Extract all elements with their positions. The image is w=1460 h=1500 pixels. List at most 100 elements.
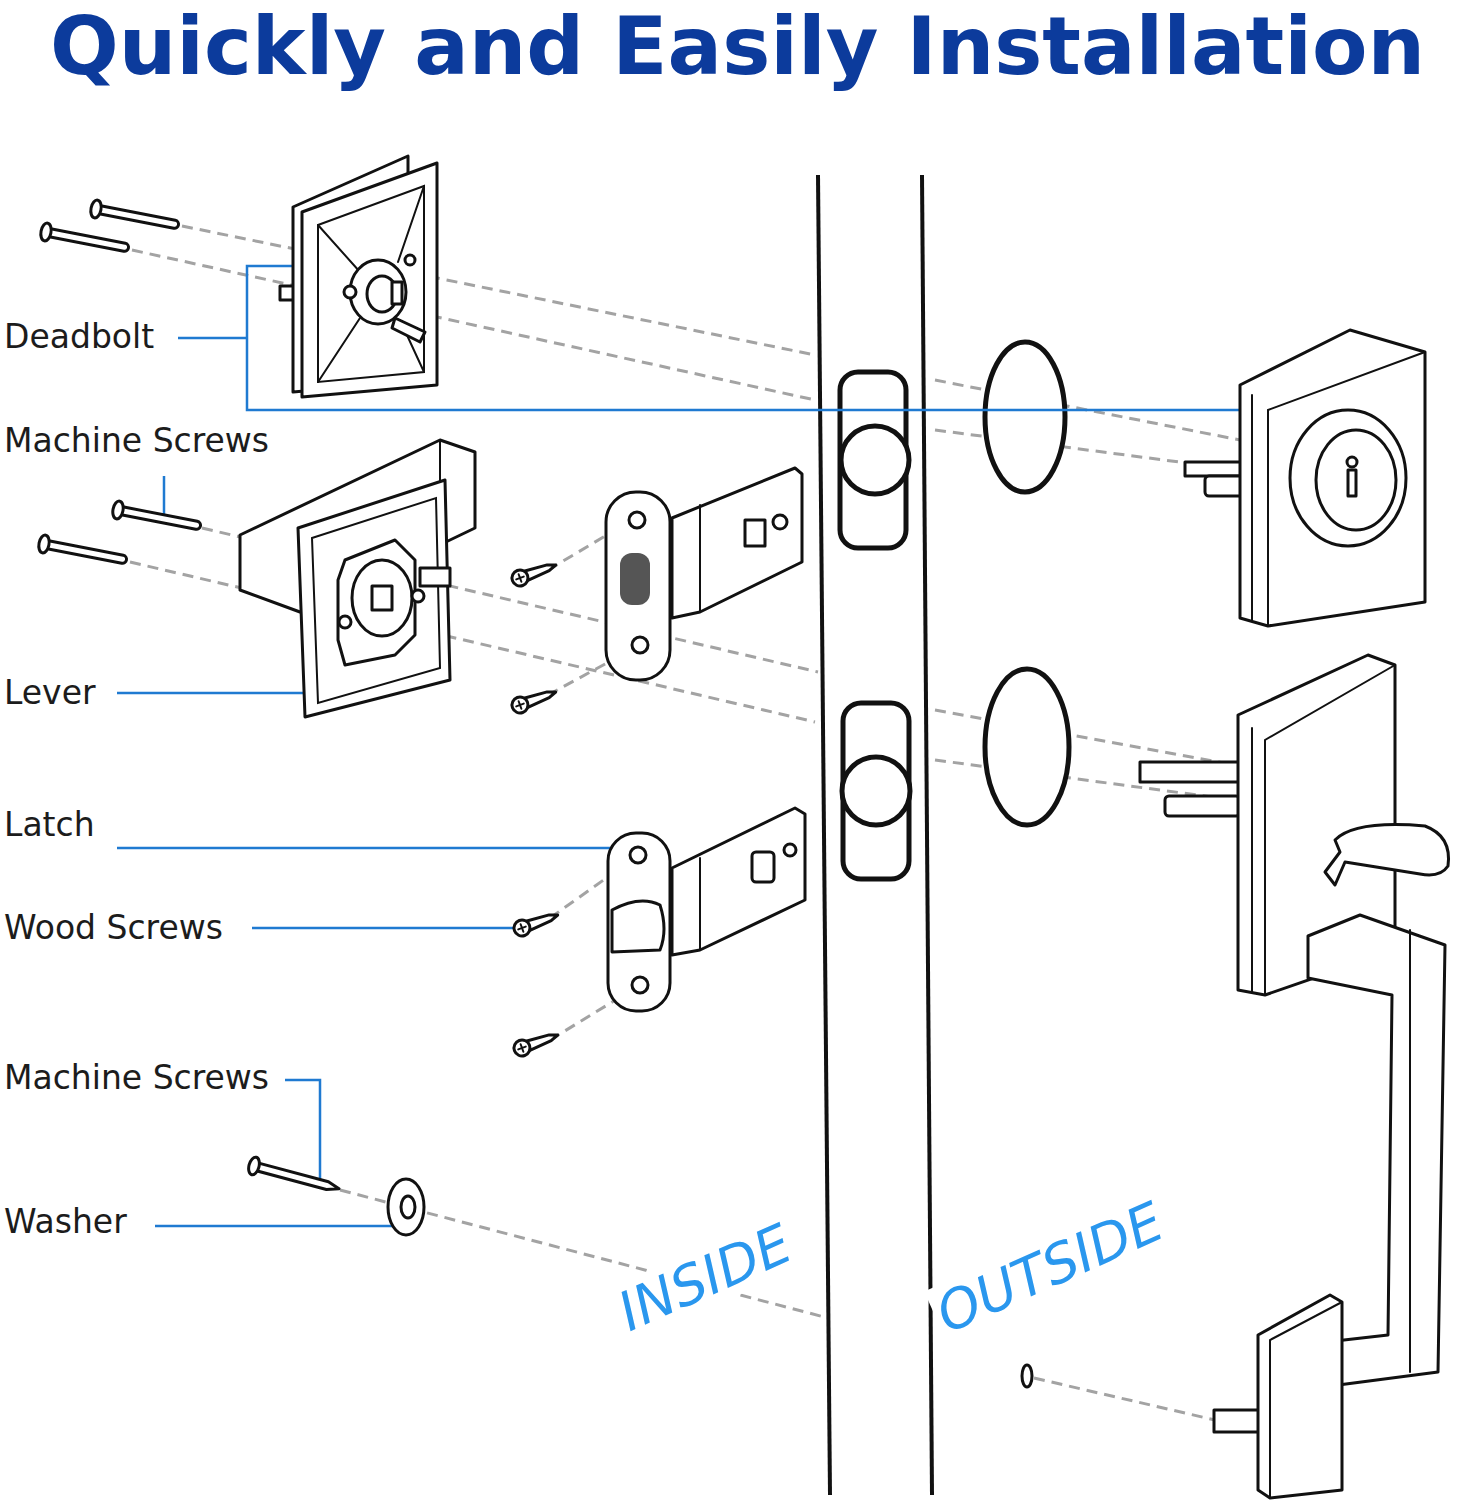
leader-line bbox=[155, 1225, 405, 1228]
washer-ring bbox=[388, 1179, 424, 1235]
alignment-line bbox=[132, 250, 815, 400]
screw-head bbox=[89, 199, 102, 219]
leader-line bbox=[285, 1080, 320, 1183]
faceplate bbox=[608, 833, 670, 1011]
machine-screw bbox=[37, 534, 128, 569]
plate-front bbox=[302, 163, 437, 397]
edge-bore bbox=[841, 426, 909, 494]
part-label: Machine Screws bbox=[4, 1058, 269, 1098]
screw-boss bbox=[339, 616, 351, 628]
faceplate-hole bbox=[632, 977, 648, 993]
bolt-body-edge bbox=[699, 505, 701, 612]
face-bore bbox=[985, 669, 1069, 825]
leader-line bbox=[117, 847, 625, 850]
handle-base bbox=[1258, 1295, 1342, 1498]
wood-screw bbox=[512, 907, 561, 938]
grip-edge bbox=[1409, 930, 1411, 1372]
machine-screw bbox=[89, 199, 180, 234]
screw-cross bbox=[515, 700, 525, 710]
spindle bbox=[1140, 762, 1240, 782]
thumb-piece bbox=[1325, 825, 1449, 885]
key-cylinder bbox=[1316, 430, 1396, 530]
machine-screw bbox=[39, 222, 130, 257]
screw-shaft bbox=[45, 228, 129, 252]
plate-face-edge bbox=[1251, 728, 1253, 992]
inside-deadbolt bbox=[280, 156, 437, 397]
edge-bore bbox=[843, 703, 909, 879]
washer-hole bbox=[401, 1196, 415, 1218]
side-label: INSIDE bbox=[606, 1212, 804, 1344]
latch-bolt bbox=[612, 901, 664, 952]
part-label: Lever bbox=[4, 673, 96, 713]
latch-body-edge bbox=[699, 858, 701, 950]
faceplate-hole bbox=[630, 847, 646, 863]
base-face-edge bbox=[1270, 1302, 1342, 1498]
machine-screw bbox=[247, 1156, 341, 1197]
washer bbox=[388, 1179, 424, 1235]
screw-head bbox=[510, 568, 531, 589]
screw-head bbox=[512, 918, 533, 939]
page-title: Quickly and Easily Installation bbox=[15, 2, 1460, 91]
latch-mechanism bbox=[338, 540, 415, 665]
spindle bbox=[420, 568, 450, 586]
rose-rim bbox=[312, 498, 440, 703]
bolt-hole bbox=[773, 515, 787, 529]
keyway-top bbox=[1347, 457, 1357, 467]
outside-deadbolt bbox=[1185, 330, 1425, 626]
wood-screw bbox=[510, 557, 559, 588]
screw-head bbox=[37, 534, 50, 554]
screw-shaft bbox=[117, 506, 201, 530]
faceplate-hole bbox=[629, 512, 645, 528]
plate-rib bbox=[398, 186, 424, 262]
bolt-body bbox=[672, 468, 802, 618]
bolt-face bbox=[620, 553, 650, 605]
spindle-socket bbox=[372, 586, 392, 610]
screw-head bbox=[39, 222, 52, 242]
screw-shaft bbox=[253, 1162, 340, 1193]
latch-hole bbox=[784, 844, 796, 856]
part-label: Machine Screws bbox=[4, 421, 269, 461]
leader-line bbox=[117, 692, 318, 695]
alignment-lines bbox=[130, 226, 1240, 1420]
deadbolt-bolt bbox=[606, 468, 802, 680]
edge-bore bbox=[842, 757, 910, 825]
plate-rib bbox=[318, 225, 360, 272]
wood-screw bbox=[512, 1027, 561, 1058]
leader-line bbox=[163, 476, 166, 518]
spindle bbox=[1165, 796, 1240, 816]
wood-screw bbox=[510, 684, 559, 715]
plate-face-edge bbox=[1268, 352, 1425, 626]
inside-lever bbox=[240, 440, 475, 717]
alignment-line bbox=[935, 710, 1235, 765]
screw-head bbox=[510, 695, 531, 716]
cylinder-ring bbox=[1290, 410, 1406, 546]
rose-plate bbox=[298, 480, 450, 717]
part-label: Washer bbox=[4, 1202, 127, 1242]
faceplate bbox=[606, 492, 670, 680]
leader-lines bbox=[117, 266, 1265, 1226]
screw-shaft bbox=[43, 540, 127, 564]
latch-window bbox=[752, 852, 774, 882]
screw-cross bbox=[517, 1043, 527, 1053]
latch-body bbox=[672, 808, 805, 955]
part-label: Wood Screws bbox=[4, 908, 223, 948]
face-bore bbox=[985, 342, 1065, 492]
alignment-line bbox=[182, 226, 815, 355]
mechanism-hub bbox=[352, 560, 412, 636]
side-label: OUTSIDE bbox=[924, 1190, 1176, 1346]
leader-line bbox=[178, 337, 247, 340]
bolt-cam bbox=[745, 520, 765, 546]
faceplate-hole bbox=[632, 637, 648, 653]
plate-face-edge bbox=[1251, 395, 1253, 620]
part-label: Deadbolt bbox=[4, 317, 154, 357]
alignment-line bbox=[1034, 1378, 1215, 1420]
screw-boss bbox=[405, 255, 415, 265]
screw-head bbox=[247, 1156, 261, 1176]
tailpiece bbox=[392, 318, 425, 342]
screw-shaft bbox=[95, 205, 179, 229]
tailpiece bbox=[1185, 462, 1245, 476]
screw-boss bbox=[344, 286, 356, 298]
latch bbox=[608, 808, 805, 1011]
machine-screw bbox=[111, 500, 202, 535]
